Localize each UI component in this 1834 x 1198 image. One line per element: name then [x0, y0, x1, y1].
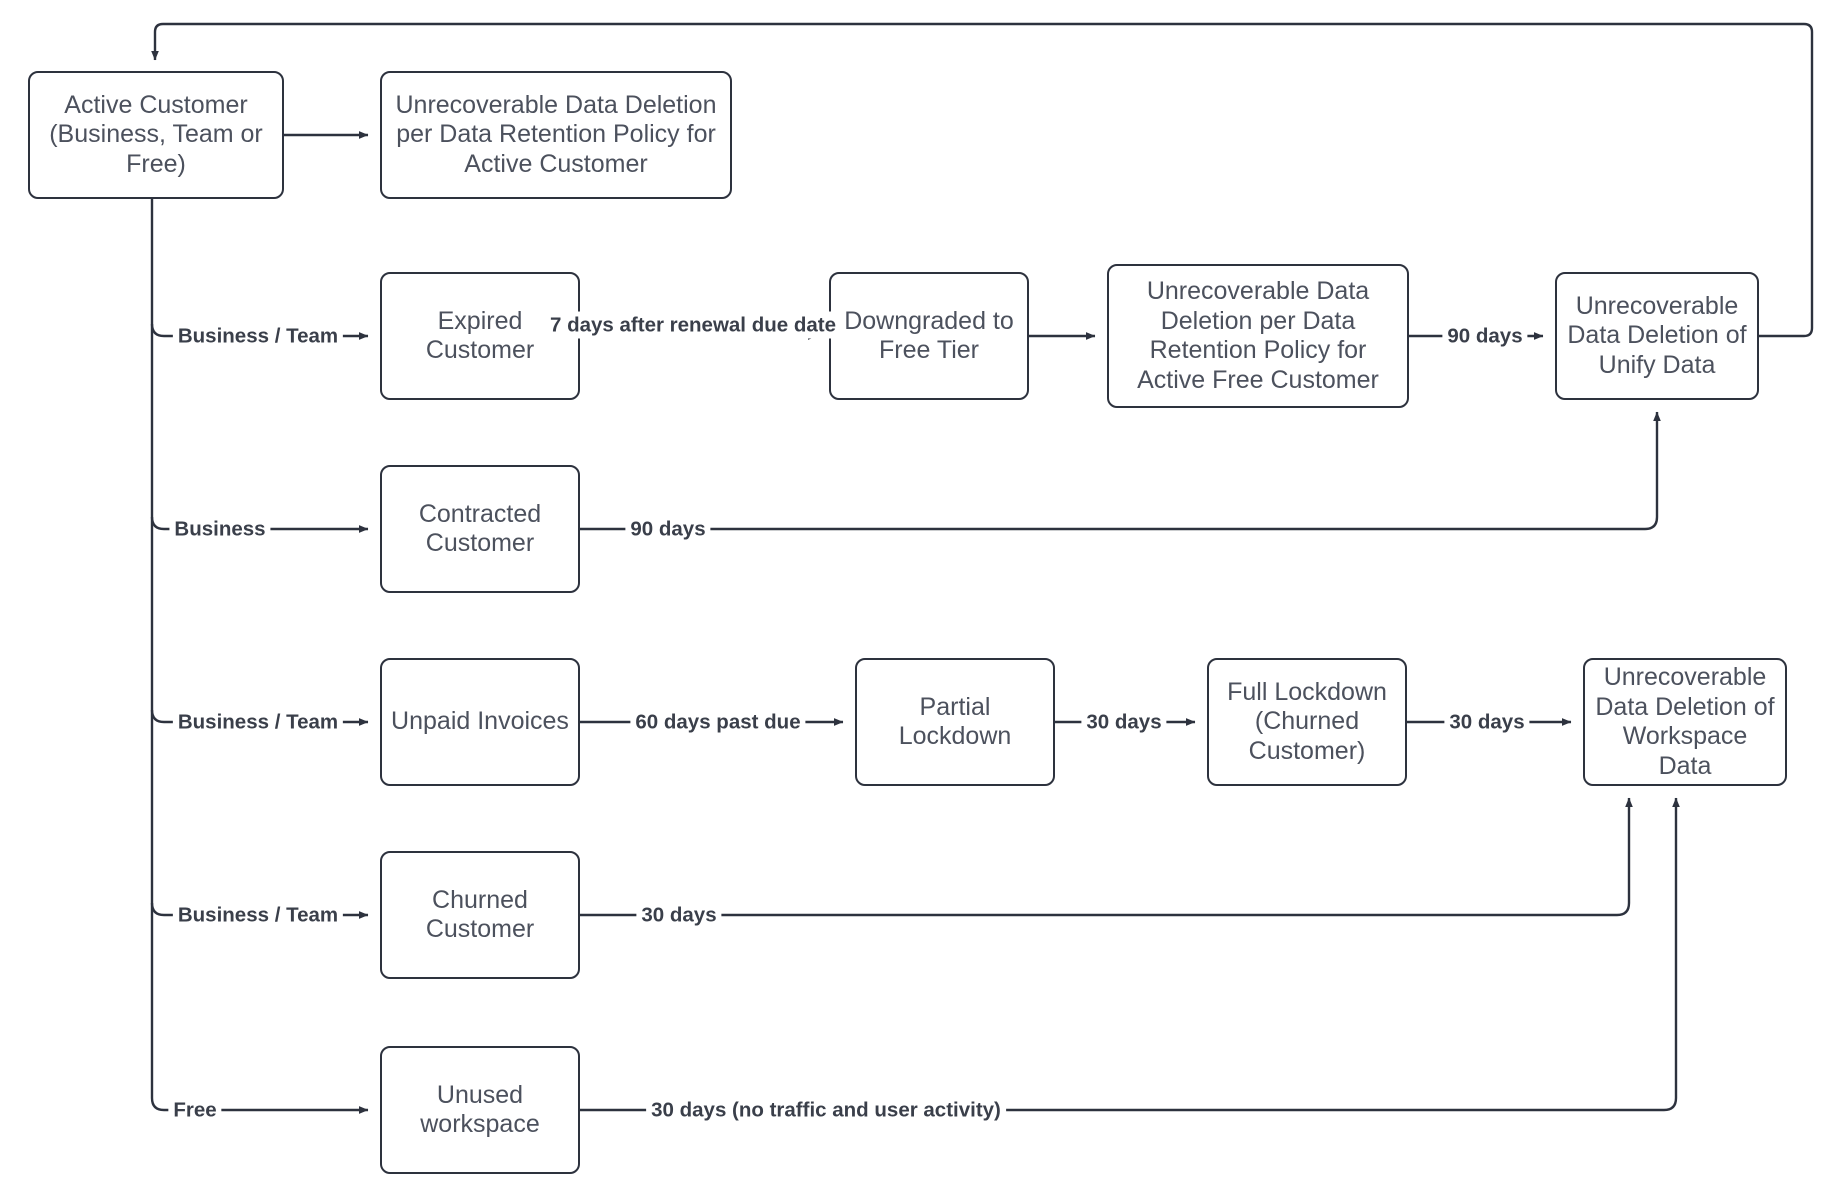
edge-label-30-days-churned: 30 days [636, 901, 722, 929]
node-deletion-active-customer[interactable]: Unrecoverable Data Deletion per Data Ret… [380, 71, 732, 199]
node-unused-workspace[interactable]: Unused workspace [380, 1046, 580, 1174]
edge-label-60-days-past-due: 60 days past due [630, 708, 806, 736]
node-churned-customer[interactable]: Churned Customer [380, 851, 580, 979]
edge-trunk-to-churned [150, 902, 369, 919]
edge-label-90-days-unify: 90 days [1442, 322, 1528, 350]
edge-trunk-to-contracted [150, 516, 369, 533]
node-partial-lockdown[interactable]: Partial Lockdown [855, 658, 1055, 786]
node-active-customer[interactable]: Active Customer (Business, Team or Free) [28, 71, 284, 199]
node-downgraded-free-tier[interactable]: Downgraded to Free Tier [829, 272, 1029, 400]
edge-label-30-days-full: 30 days [1444, 708, 1530, 736]
node-deletion-active-free-customer[interactable]: Unrecoverable Data Deletion per Data Ret… [1107, 264, 1409, 408]
edge-label-7-days-after-renewal: 7 days after renewal due date [545, 311, 841, 339]
edge-label-business-contracted: Business [169, 515, 271, 543]
edge-label-free: Free [168, 1096, 222, 1124]
node-full-lockdown[interactable]: Full Lockdown (Churned Customer) [1207, 658, 1407, 786]
node-unpaid-invoices[interactable]: Unpaid Invoices [380, 658, 580, 786]
edge-contracted-to-unify [580, 411, 1661, 531]
edge-label-business-team-expired: Business / Team [172, 322, 344, 350]
node-contracted-customer[interactable]: Contracted Customer [380, 465, 580, 593]
edge-label-30-days-no-traffic: 30 days (no traffic and user activity) [646, 1096, 1006, 1124]
edge-trunk-vertical [150, 199, 188, 1112]
edge-label-30-days-partial: 30 days [1081, 708, 1167, 736]
edge-churned-to-workspace-deletion [580, 797, 1633, 917]
edge-trunk-to-expired [150, 323, 369, 340]
edge-label-business-team-unpaid: Business / Team [172, 708, 344, 736]
node-deletion-unify-data[interactable]: Unrecoverable Data Deletion of Unify Dat… [1555, 272, 1759, 400]
node-deletion-workspace-data[interactable]: Unrecoverable Data Deletion of Workspace… [1583, 658, 1787, 786]
edge-label-business-team-churned: Business / Team [172, 901, 344, 929]
edge-unused-to-workspace-deletion [580, 797, 1680, 1112]
edge-label-90-days-contracted: 90 days [625, 515, 711, 543]
edge-trunk-to-unpaid [150, 709, 369, 726]
edge-unify-back-to-active [151, 22, 1814, 338]
